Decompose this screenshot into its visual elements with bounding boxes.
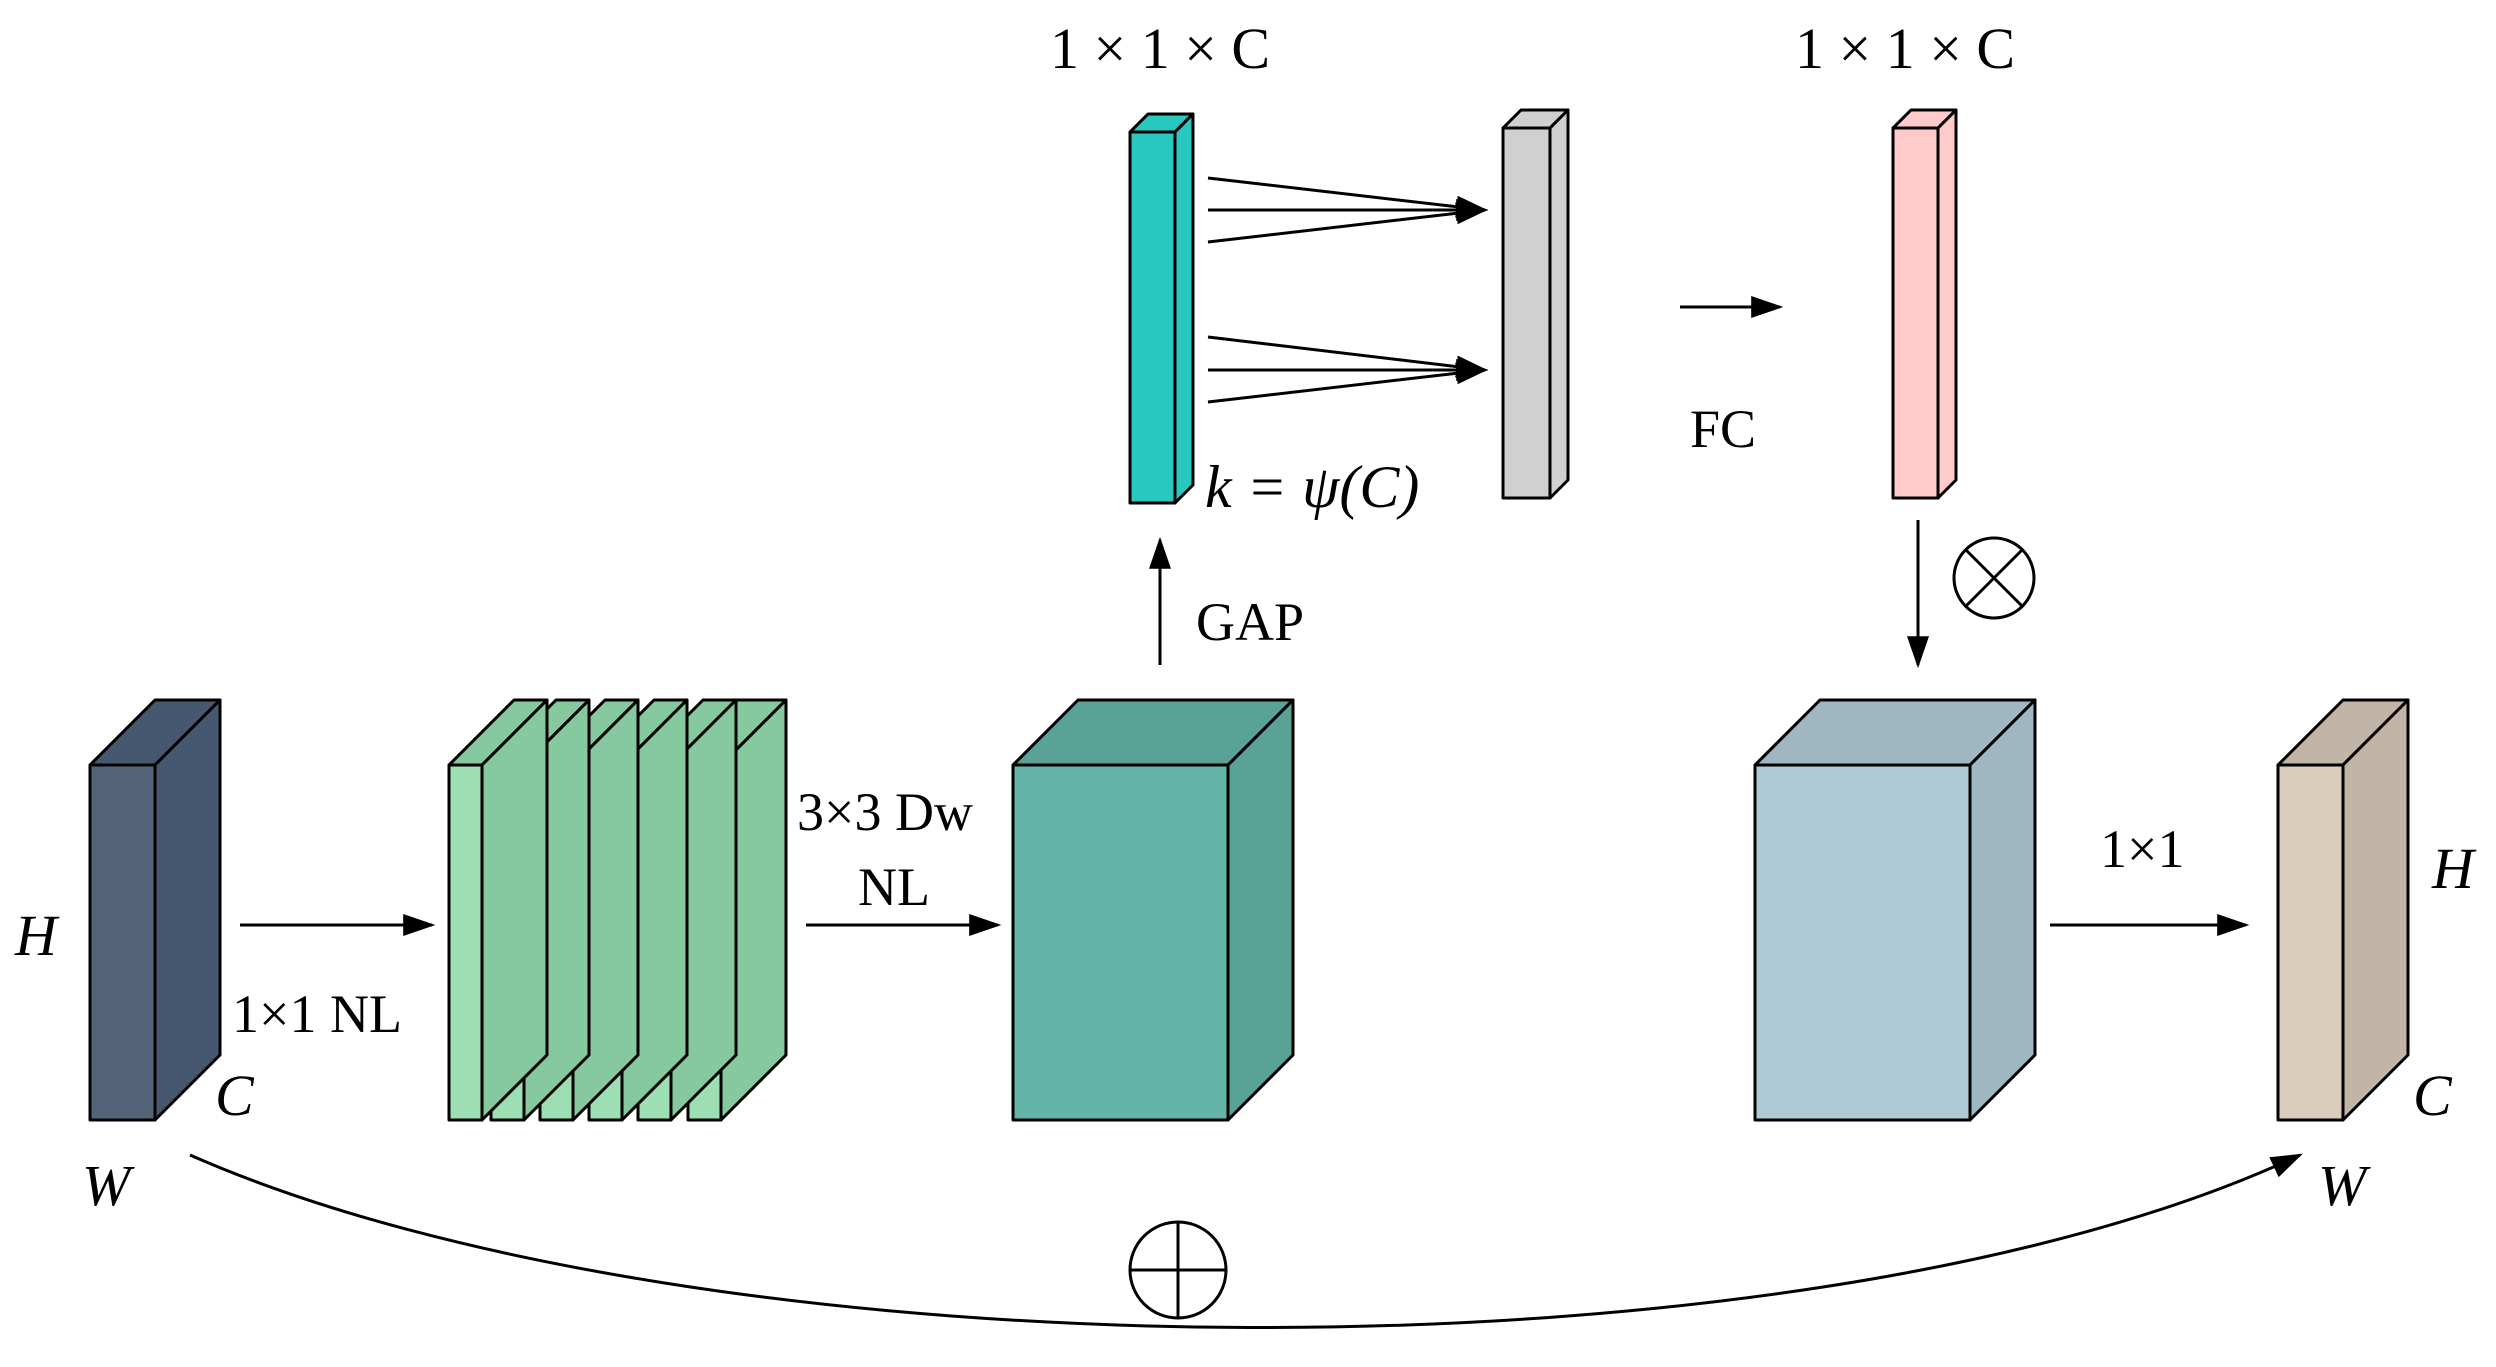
depthwise-output-block bbox=[1011, 698, 1295, 1122]
input-block-front bbox=[88, 763, 157, 1122]
attention-weights-vector bbox=[1891, 108, 1958, 500]
conv1d-output-vector bbox=[1501, 108, 1570, 500]
gap-label: GAP bbox=[1196, 592, 1304, 652]
output-height-label: H bbox=[2431, 836, 2477, 901]
depthwise-block-front bbox=[1011, 763, 1230, 1122]
pink-vector-dims: 1 × 1 × C bbox=[1795, 16, 2015, 81]
add-operator-icon bbox=[1128, 1220, 1228, 1320]
input-block bbox=[88, 698, 222, 1122]
input-block-side bbox=[153, 698, 222, 1122]
input-height-label: H bbox=[14, 903, 60, 968]
feature-slice-1 bbox=[447, 698, 549, 1122]
fc-label: FC bbox=[1690, 399, 1756, 459]
kernel-size-formula: k = ψ(C) bbox=[1205, 454, 1419, 520]
output-block bbox=[2276, 698, 2410, 1122]
output-block-front bbox=[2276, 763, 2345, 1122]
reweighted-block bbox=[1753, 698, 2037, 1122]
residual-connection bbox=[189, 1153, 2303, 1329]
depthwise-block-side bbox=[1226, 698, 1295, 1122]
reweighted-block-side bbox=[1968, 698, 2037, 1122]
reweighted-block-front bbox=[1753, 763, 1972, 1122]
expand-conv-label: 1×1 NL bbox=[232, 984, 402, 1044]
cyan-vector-dims: 1 × 1 × C bbox=[1050, 16, 1270, 81]
input-width-label: W bbox=[82, 1153, 135, 1218]
kernel-connections bbox=[1207, 176, 1489, 404]
input-channel-label: C bbox=[215, 1063, 255, 1128]
multiply-operator-icon bbox=[1952, 536, 2036, 620]
pooled-channel-vector bbox=[1128, 112, 1195, 505]
depthwise-conv-label: 3×3 Dw bbox=[797, 782, 973, 842]
output-block-side bbox=[2341, 698, 2410, 1122]
depthwise-nl-label: NL bbox=[858, 857, 930, 917]
output-channel-label: C bbox=[2413, 1063, 2453, 1128]
project-conv-label: 1×1 bbox=[2100, 819, 2184, 879]
output-width-label: W bbox=[2318, 1153, 2371, 1218]
expanded-feature-stack bbox=[447, 698, 788, 1122]
